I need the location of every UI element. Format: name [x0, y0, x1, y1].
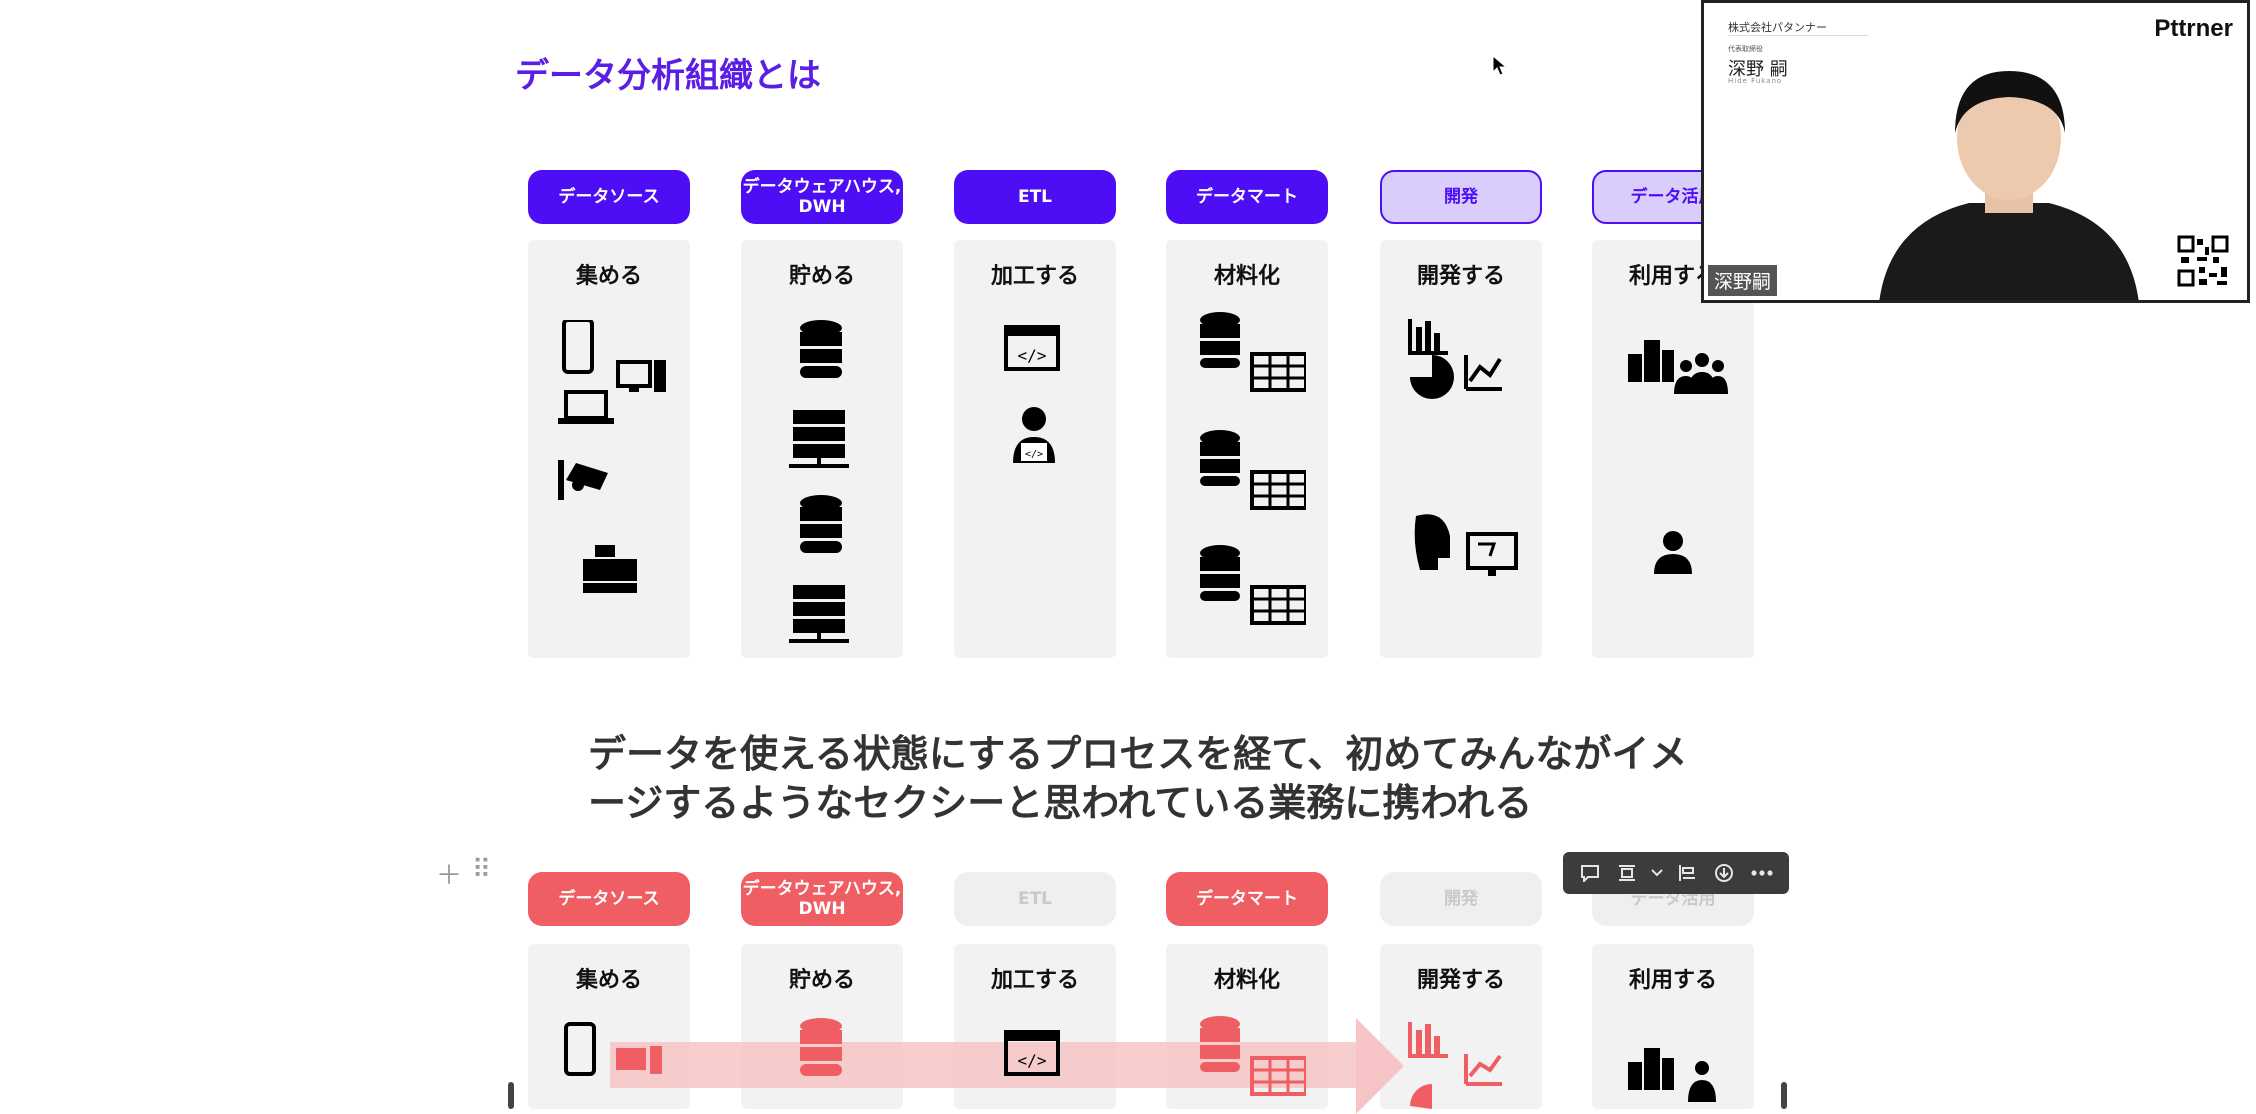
db-table-red-icon [1200, 1016, 1306, 1096]
person-romanized: Hide Fukano [1728, 77, 1783, 85]
org-people-icon [1628, 340, 1728, 394]
bottom-pill-4: データマート [1166, 872, 1328, 926]
slide-title: データ分析組織とは [515, 56, 821, 96]
presenter-avatar [1879, 71, 2139, 300]
bottom-col-label-1: 集める [575, 968, 642, 993]
align-left-icon[interactable] [1672, 858, 1702, 888]
database-icon [800, 495, 842, 553]
server-icon [789, 585, 849, 643]
flow-arrow-head [1356, 1018, 1404, 1114]
top-pill-5: 開発 [1380, 170, 1542, 224]
devices-icon [616, 1046, 662, 1074]
top-col-collect: 集める [528, 240, 690, 658]
bottom-col-label-5: 開発する [1416, 968, 1505, 993]
mouse-cursor-icon [1492, 55, 1508, 76]
analytics-icon [1408, 319, 1502, 399]
add-block-icon[interactable]: ＋ [436, 861, 463, 891]
top-col-label-5: 開発する [1416, 264, 1505, 289]
bottom-col-develop: 開発する [1380, 944, 1542, 1109]
ai-head-icon [1414, 514, 1518, 576]
bottom-col-label-4: 材料化 [1213, 968, 1280, 993]
drag-handle-icon[interactable]: ⠿ [472, 855, 492, 885]
person-role: 代表取締役 [1728, 45, 1763, 53]
bottom-col-collect: 集める [528, 944, 690, 1109]
company-name: 株式会社パタンナー [1728, 21, 1827, 34]
bottom-pill-1: データソース [528, 872, 690, 926]
svg-text:</>: </> [1018, 1051, 1047, 1070]
analytics-red-icon [1408, 1022, 1502, 1109]
devices-icon [558, 320, 666, 424]
top-col-label-4: 材料化 [1213, 264, 1280, 289]
bottom-col-label-6: 利用する [1628, 968, 1717, 993]
bottom-pill-2: データウェアハウス, DWH [741, 872, 903, 926]
top-col-use: 利用する [1592, 240, 1754, 658]
code-window-icon: </> [1004, 325, 1060, 371]
participant-name-tag: 深野嗣 [1708, 265, 1778, 296]
chevron-down-icon[interactable] [1650, 858, 1664, 888]
top-pill-4: データマート [1166, 170, 1328, 224]
database-red-icon [800, 1018, 842, 1076]
bottom-pill-5: 開発 [1380, 872, 1542, 926]
top-col-mart: 材料化 [1166, 240, 1328, 658]
top-col-store: 貯める [741, 240, 903, 658]
download-icon[interactable] [1709, 858, 1739, 888]
svg-text:</>: </> [1018, 346, 1047, 365]
resize-handle-left[interactable] [508, 1082, 514, 1109]
code-window-icon: </> [1004, 1030, 1060, 1076]
top-pill-1: データソース [528, 170, 690, 224]
person-icon [1654, 531, 1692, 574]
top-pill-3: ETL [954, 170, 1116, 224]
bottom-pill-3: ETL [954, 872, 1116, 926]
resize-handle-right[interactable] [1781, 1082, 1787, 1109]
bottom-col-use: 利用する [1592, 944, 1754, 1109]
comment-icon[interactable] [1575, 858, 1605, 888]
top-col-label-3: 加工する [990, 264, 1079, 289]
register-icon [583, 545, 637, 593]
slide-note: データを使える状態にするプロセスを経て、初めてみんながイメージするようなセクシー… [588, 732, 1688, 826]
top-pill-2: データウェアハウス, DWH [741, 170, 903, 224]
top-col-develop: 開発する [1380, 240, 1542, 658]
developer-icon: </> [1013, 407, 1055, 463]
top-col-process: 加工する </> </> [954, 240, 1116, 658]
qr-code-icon [2177, 235, 2229, 287]
person-name: 深野 嗣 [1728, 59, 1788, 80]
brand-logo: Pttrner [2154, 15, 2233, 42]
phone-icon [564, 1022, 596, 1076]
block-toolbar [1563, 852, 1789, 894]
db-table-icon [1200, 430, 1306, 510]
divider [1728, 35, 1868, 36]
server-icon [789, 410, 849, 468]
db-table-icon [1200, 312, 1306, 392]
bottom-col-label-3: 加工する [990, 968, 1079, 993]
top-col-label-1: 集める [575, 264, 642, 289]
camera-icon [558, 460, 608, 500]
bottom-col-label-2: 貯める [788, 968, 855, 993]
video-overlay: 株式会社パタンナー 代表取締役 深野 嗣 Hide Fukano Pttrner… [1701, 0, 2250, 303]
svg-text:</>: </> [1025, 449, 1043, 460]
db-table-icon [1200, 545, 1306, 625]
more-icon[interactable] [1747, 858, 1777, 888]
top-col-label-2: 貯める [788, 264, 855, 289]
align-center-icon[interactable] [1612, 858, 1642, 888]
database-icon [800, 320, 842, 378]
org-people-icon [1628, 1048, 1716, 1102]
